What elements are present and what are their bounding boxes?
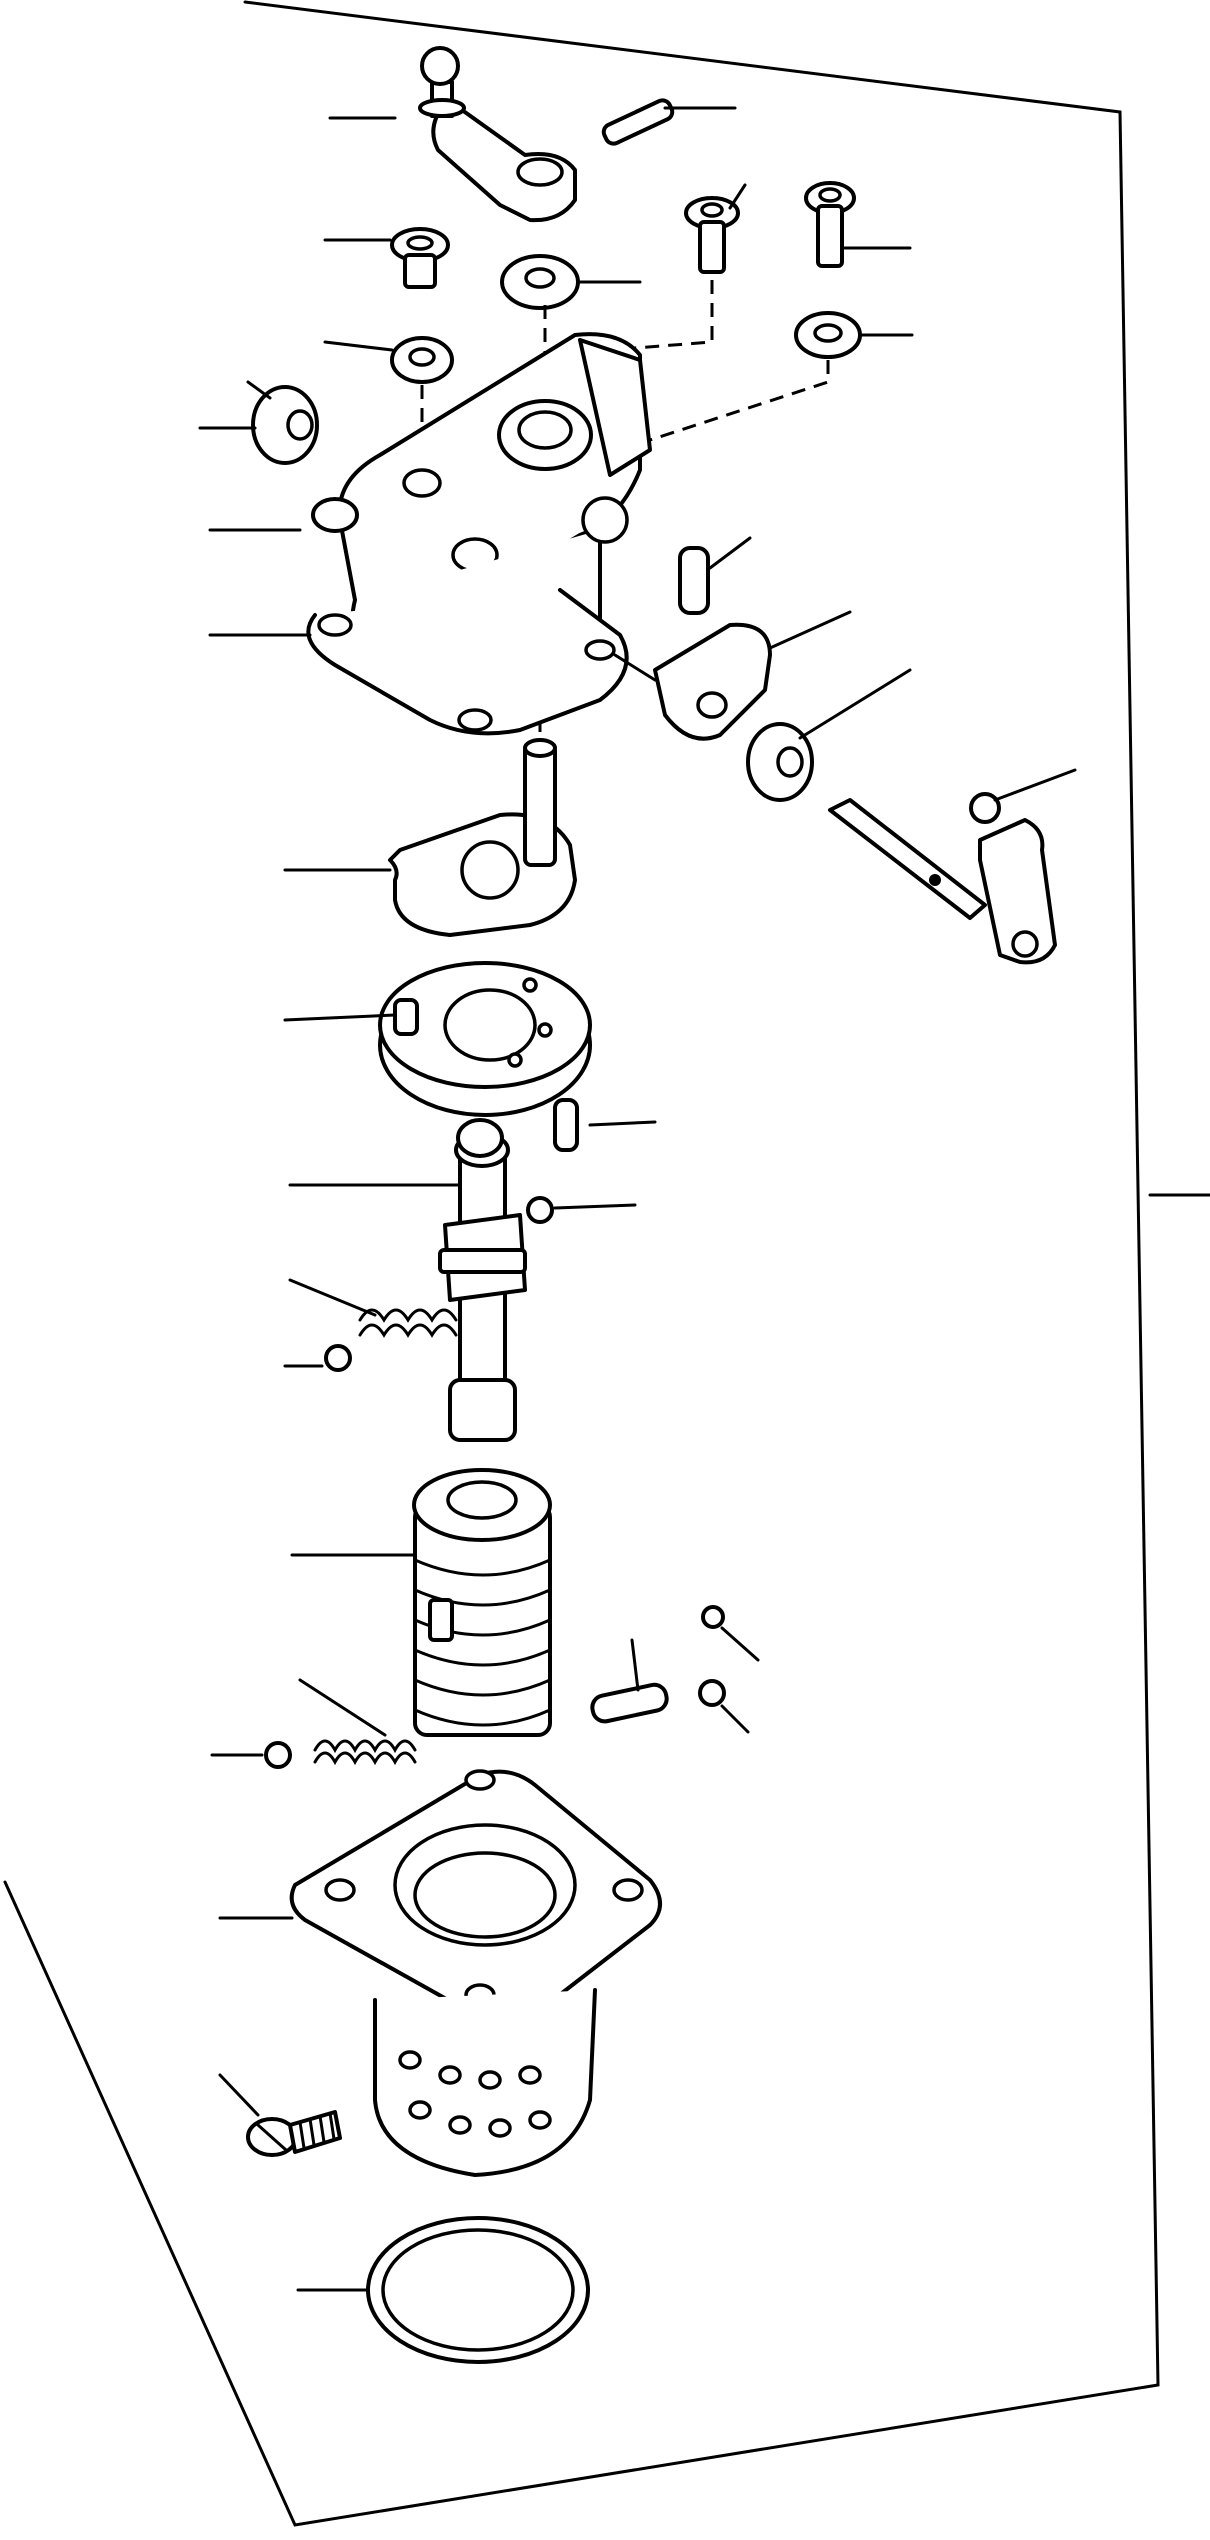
flange-gasket <box>208 588 629 736</box>
valve-body <box>218 1769 662 2177</box>
control-shaft <box>288 1118 527 1442</box>
valve-sleeve <box>290 1468 552 1737</box>
adjusting-screw <box>218 2073 342 2157</box>
roll-pin-side <box>678 536 752 615</box>
ball-small <box>526 1196 637 1224</box>
pin-small <box>553 1098 657 1152</box>
cap-screw-right <box>804 181 912 268</box>
guide-plate <box>283 961 592 1117</box>
ball-left <box>283 1344 352 1372</box>
roll-pin <box>601 98 737 146</box>
seal-washer-right <box>794 311 914 359</box>
lever-block <box>613 610 852 741</box>
bushing-right <box>746 668 912 802</box>
o-ring <box>296 2216 590 2364</box>
bushing-left <box>198 380 319 465</box>
cap-screw-left <box>323 227 450 289</box>
spring-lower <box>298 1678 417 1766</box>
lever-shaft-arm <box>828 768 1077 965</box>
frame-lines <box>3 0 1210 2527</box>
washer-left <box>323 336 454 384</box>
cap-screw-mid <box>684 183 747 274</box>
washer-center <box>500 254 642 310</box>
ball-lever-arm <box>328 46 577 223</box>
spring-small <box>288 1278 458 1338</box>
ball-right-upper <box>701 1605 760 1662</box>
cam-plate <box>283 738 577 937</box>
cross-pin <box>590 1638 669 1724</box>
ball-right-lower <box>698 1679 750 1734</box>
ball-lower-left <box>210 1741 292 1769</box>
